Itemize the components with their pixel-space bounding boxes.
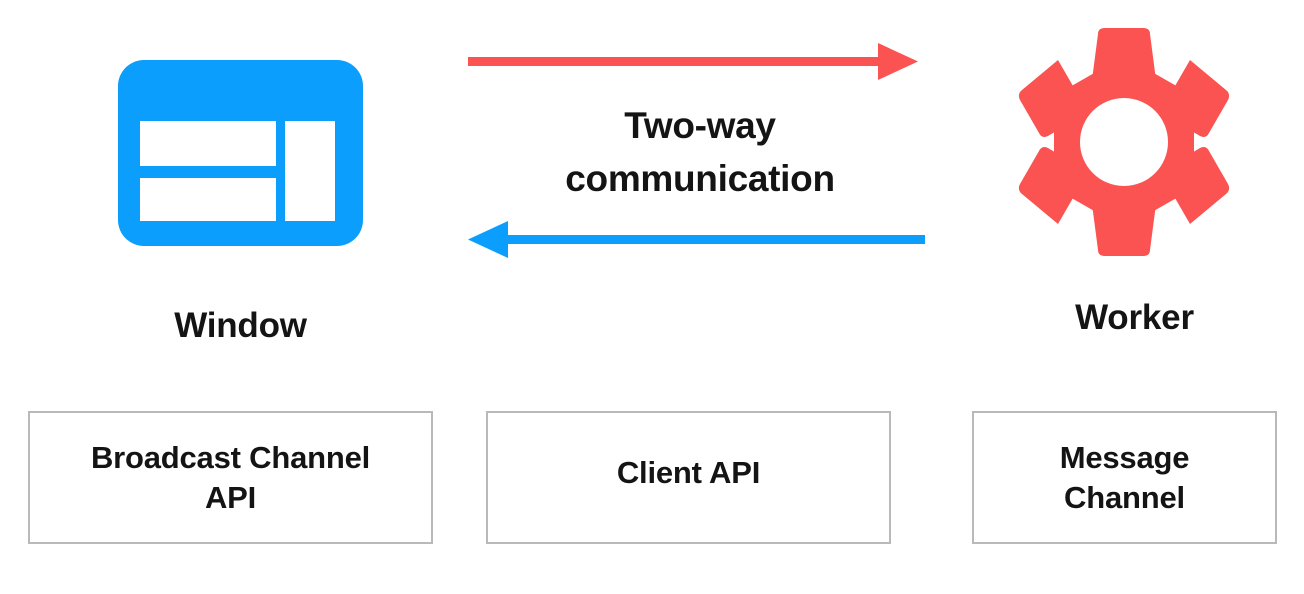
arrow-window-to-worker [455,32,945,92]
arrow-worker-to-window [455,210,945,270]
node-label-window: Window [174,306,307,345]
api-box-broadcast-channel-api: Broadcast Channel API [28,411,433,544]
node-label-worker: Worker [1075,298,1194,337]
api-box-client-api: Client API [486,411,891,544]
two-way-communication-caption: Two-way communication [565,105,835,199]
api-box-label: Broadcast Channel API [90,439,371,515]
api-box-message-channel: Message Channel [972,411,1277,544]
gear-icon [1016,28,1232,256]
browser-window-icon [118,60,363,246]
api-box-label: Client API [616,454,761,490]
api-box-label: Message Channel [1059,439,1190,515]
